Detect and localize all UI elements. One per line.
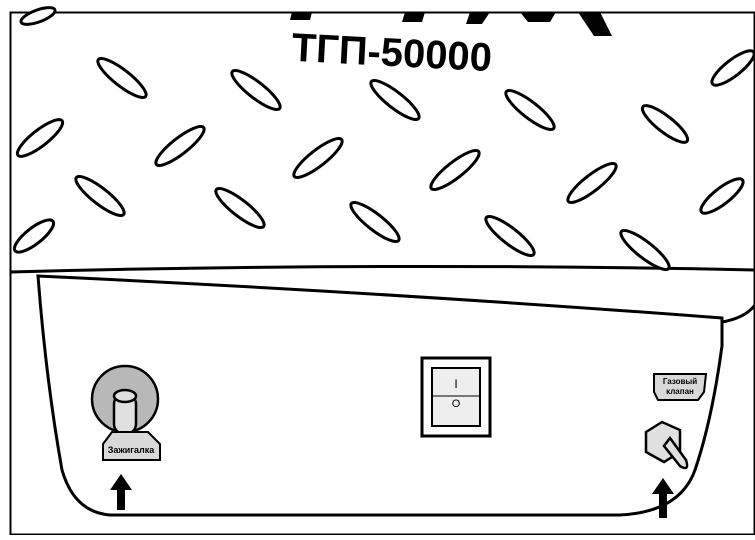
plate-oval [19, 6, 57, 26]
model-title: ТГП-50000 [291, 26, 493, 80]
gas-valve-control[interactable]: Газовый клапан [644, 373, 708, 470]
plate-oval [292, 136, 344, 180]
igniter-control[interactable]: Зажигалка [90, 364, 161, 461]
switch-rocker[interactable] [431, 367, 481, 427]
power-switch[interactable]: I O [420, 356, 492, 438]
plate-oval [566, 161, 618, 205]
body-right-edge [721, 304, 755, 324]
plate-oval [154, 124, 206, 168]
plate-oval [230, 68, 282, 112]
diamond-plate-pattern [12, 6, 755, 272]
switch-on-symbol: I [454, 377, 457, 391]
arrow-up-icon [652, 478, 674, 518]
plate-oval [640, 104, 690, 144]
plate-oval [699, 177, 745, 215]
igniter-tag-label: Зажигалка [108, 445, 156, 455]
plate-oval [12, 218, 56, 254]
plate-oval [74, 174, 126, 218]
plate-oval [710, 49, 755, 87]
arrow-up-icon [110, 474, 132, 510]
plate-oval [504, 88, 556, 132]
brand-letter-fragment [402, 12, 425, 22]
brand-letter-fragment [290, 12, 312, 20]
igniter-tag [102, 431, 161, 461]
plate-oval [349, 200, 401, 244]
plate-oval [484, 214, 536, 258]
gas-valve-lever[interactable] [662, 435, 689, 470]
brand-lettering-partial [290, 12, 612, 36]
brand-letter-fragment [520, 12, 556, 22]
plate-oval [96, 56, 148, 100]
plate-oval [619, 228, 671, 272]
plate-oval [15, 118, 65, 158]
brand-letter-fragment [466, 12, 490, 24]
control-panel [36, 274, 724, 517]
arrow-up-icon [652, 478, 674, 518]
heater-body [9, 264, 755, 324]
switch-off-symbol: O [452, 398, 461, 410]
igniter-stem-top [112, 388, 138, 404]
plate-oval [429, 148, 481, 192]
plate-oval [369, 78, 421, 122]
gas-valve-tag-line2: клапан [666, 387, 694, 396]
brand-letter-fragment [578, 12, 612, 36]
gas-valve-tag-line1: Газовый [663, 377, 697, 386]
plate-oval [214, 186, 266, 230]
body-lower-edge [9, 264, 755, 274]
gas-valve-tag [653, 373, 708, 401]
arrow-up-icon [110, 474, 132, 510]
